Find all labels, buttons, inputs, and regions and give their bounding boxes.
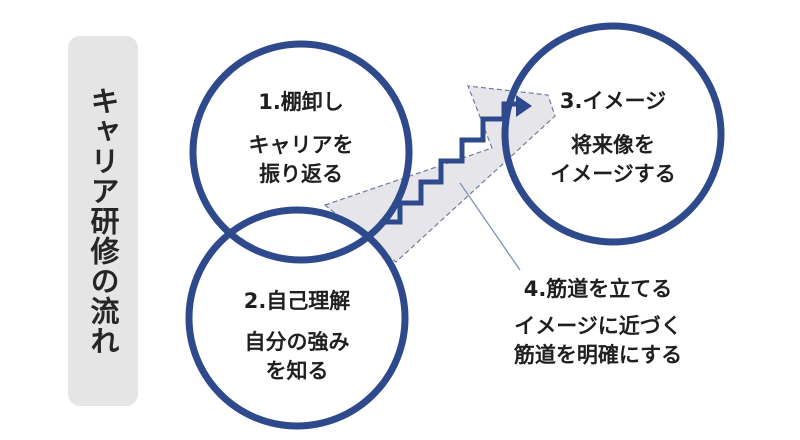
step-circle-1 — [189, 40, 413, 264]
step-2-line-1: 自分の強み — [244, 330, 350, 354]
step-3-line-2: イメージする — [550, 162, 676, 186]
staircase-line — [380, 101, 517, 225]
step-4-body: イメージに近づく 筋道を明確にする — [488, 312, 708, 370]
staircase-arrowhead-icon — [516, 95, 532, 117]
step-4-title: 4.筋道を立てる — [523, 277, 673, 301]
callout-line — [459, 182, 521, 271]
step-2-line-2: を知る — [265, 359, 329, 383]
step-1-body: キャリアを 振り返る — [211, 131, 391, 189]
step-circle-2 — [185, 206, 409, 430]
flow-title-panel: キャリア研修の流れ — [68, 36, 138, 406]
step-1-line-2: 振り返る — [259, 162, 343, 186]
step-1-line-1: キャリアを — [248, 133, 354, 157]
step-circle-3 — [501, 22, 725, 246]
step-3-body: 将来像を イメージする — [523, 131, 703, 189]
step-3-title: 3.イメージ — [559, 89, 667, 113]
flow-title: キャリア研修の流れ — [86, 86, 120, 356]
step-4-line-1: イメージに近づく — [514, 314, 682, 338]
step-1-title: 1.棚卸し — [258, 90, 344, 114]
step-4-line-2: 筋道を明確にする — [513, 343, 683, 367]
step-3-line-1: 将来像を — [571, 133, 655, 157]
step-2-title: 2.自己理解 — [243, 289, 351, 313]
step-2-body: 自分の強み を知る — [207, 328, 387, 386]
